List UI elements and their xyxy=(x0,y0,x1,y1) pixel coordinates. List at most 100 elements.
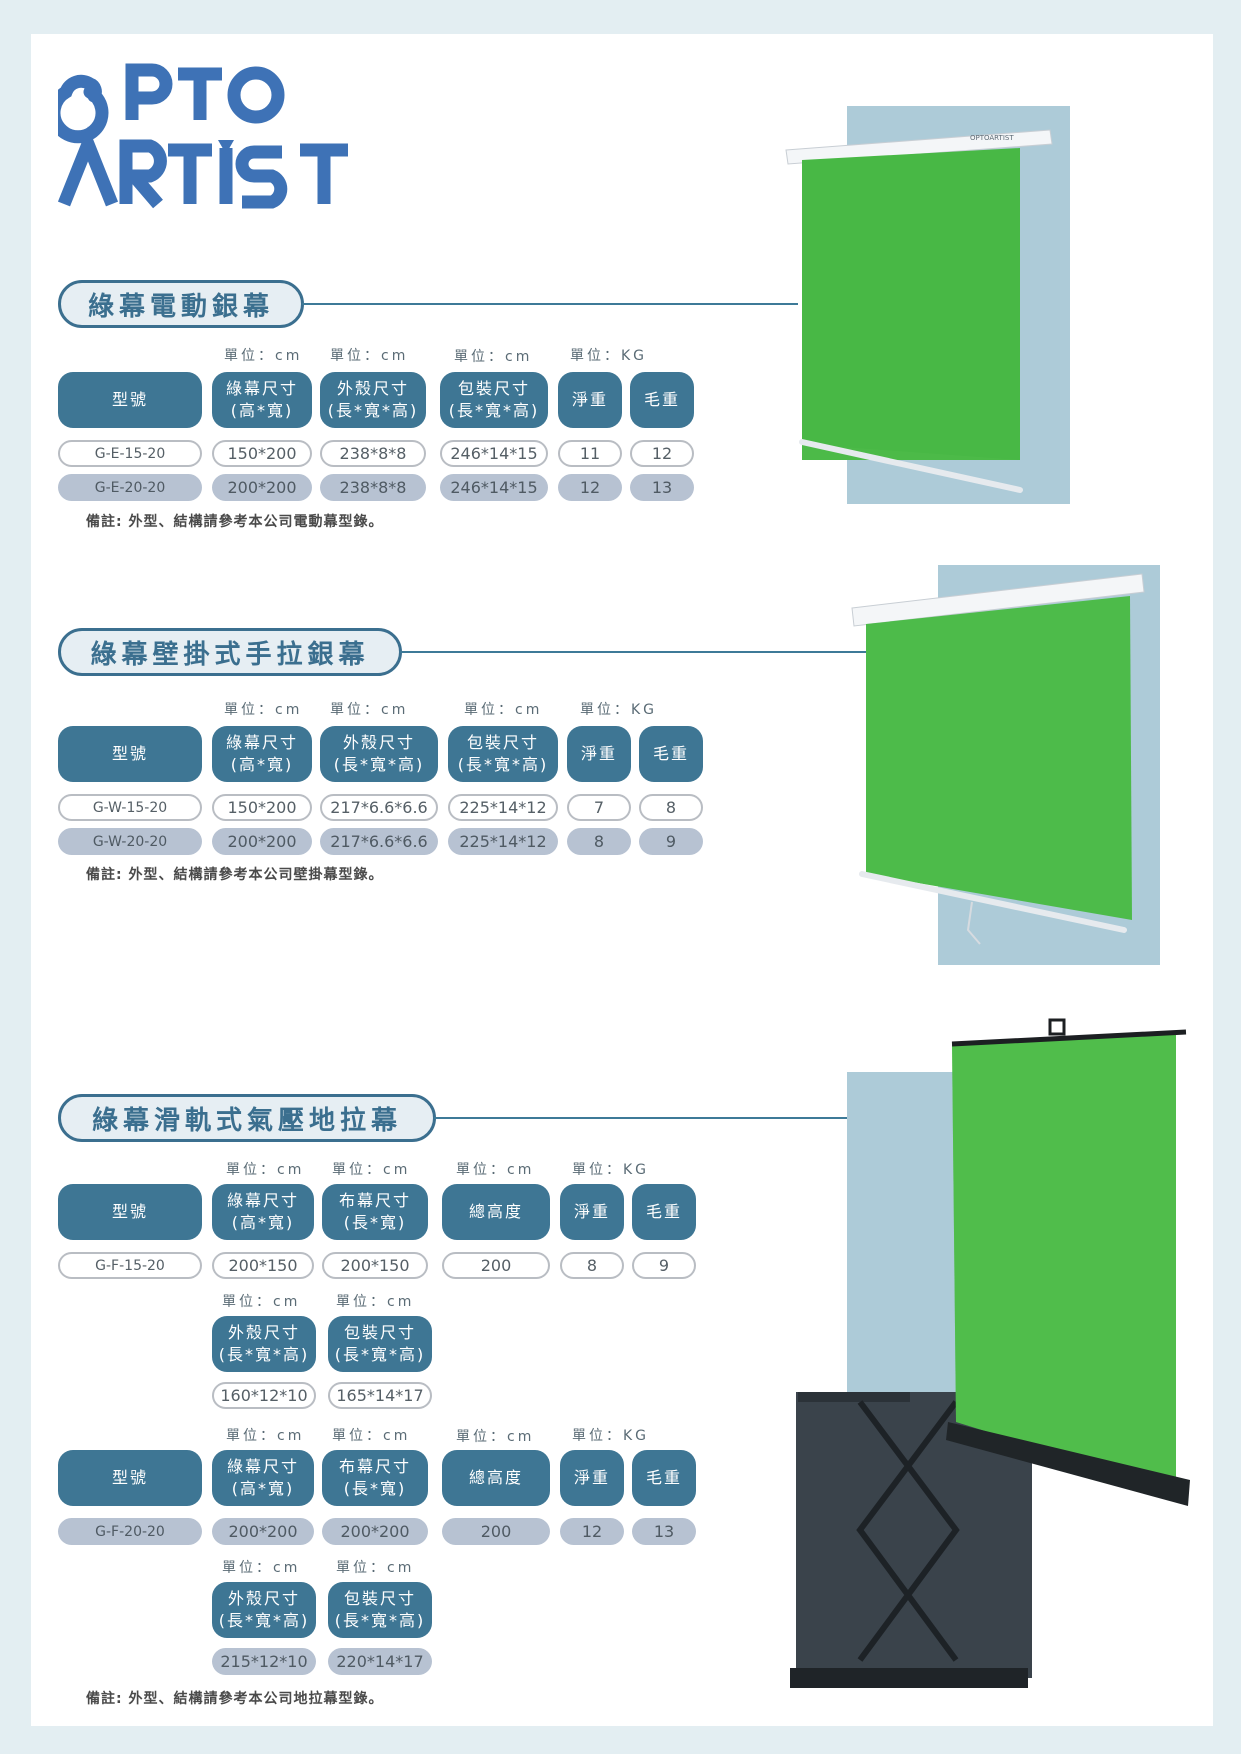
unit-label: 單位：cm xyxy=(332,1162,411,1178)
header-fabric-size: 布幕尺寸(長*寬) xyxy=(322,1184,428,1240)
unit-label: 單位：cm xyxy=(222,1294,301,1310)
header-total-height: 總高度 xyxy=(442,1184,550,1240)
unit-label: 單位：cm xyxy=(456,1162,535,1178)
table-cell: 150*200 xyxy=(212,794,312,821)
remark-note: 備註: 外型、結構請參考本公司地拉幕型錄。 xyxy=(86,1691,384,1707)
table-cell-model: G-E-20-20 xyxy=(58,474,202,501)
header-package-size: 包裝尺寸(長*寬*高) xyxy=(328,1316,432,1372)
table-cell: 200*200 xyxy=(212,828,312,855)
table-cell-model: G-F-15-20 xyxy=(58,1252,202,1279)
unit-label: 單位：cm xyxy=(224,348,303,364)
section-title-electric: 綠幕電動銀幕 xyxy=(58,280,304,328)
table-cell: 165*14*17 xyxy=(328,1382,432,1409)
header-model: 型號 xyxy=(58,726,202,782)
table-cell: 225*14*12 xyxy=(448,828,558,855)
table-cell: 9 xyxy=(632,1252,696,1279)
header-gross-weight: 毛重 xyxy=(632,1184,696,1240)
table-cell: 160*12*10 xyxy=(212,1382,316,1409)
table-cell: 9 xyxy=(639,828,703,855)
table-cell-model: G-E-15-20 xyxy=(58,440,202,467)
table-cell: 225*14*12 xyxy=(448,794,558,821)
table-cell: 8 xyxy=(567,828,631,855)
remark-note: 備註: 外型、結構請參考本公司壁掛幕型錄。 xyxy=(86,867,384,883)
header-net-weight: 淨重 xyxy=(567,726,631,782)
wall-manual-green-screen-photo xyxy=(850,560,1170,965)
table-cell: 217*6.6*6.6 xyxy=(320,794,438,821)
electric-green-screen-photo xyxy=(780,104,1080,504)
header-total-height: 總高度 xyxy=(442,1450,550,1506)
header-case-size: 外殼尺寸(長*寬*高) xyxy=(320,726,438,782)
header-package-size: 包裝尺寸(長*寬*高) xyxy=(328,1582,432,1638)
header-net-weight: 淨重 xyxy=(558,372,622,428)
unit-label: 單位：cm xyxy=(222,1560,301,1576)
header-model: 型號 xyxy=(58,372,202,428)
header-screen-size: 綠幕尺寸(高*寬) xyxy=(212,372,312,428)
header-net-weight: 淨重 xyxy=(560,1450,624,1506)
table-cell: 200*200 xyxy=(212,474,312,501)
table-cell: 200*200 xyxy=(212,1518,314,1545)
floor-pullup-green-screen-photo xyxy=(780,1010,1220,1700)
table-cell: 13 xyxy=(630,474,694,501)
table-cell: 238*8*8 xyxy=(320,474,426,501)
header-case-size: 外殼尺寸(長*寬*高) xyxy=(212,1582,316,1638)
unit-label: 單位：KG xyxy=(572,1162,650,1178)
unit-label: 單位：cm xyxy=(330,348,409,364)
table-cell-model: G-W-15-20 xyxy=(58,794,202,821)
table-cell: 12 xyxy=(630,440,694,467)
header-case-size: 外殼尺寸(長*寬*高) xyxy=(320,372,426,428)
section-title-wall-manual: 綠幕壁掛式手拉銀幕 xyxy=(58,628,402,676)
unit-label: 單位：cm xyxy=(224,702,303,718)
table-cell: 8 xyxy=(560,1252,624,1279)
table-cell: 246*14*15 xyxy=(440,474,548,501)
table-cell: 11 xyxy=(558,440,622,467)
unit-label: 單位：cm xyxy=(456,1429,535,1445)
header-gross-weight: 毛重 xyxy=(632,1450,696,1506)
table-cell: 217*6.6*6.6 xyxy=(320,828,438,855)
table-cell: 200*150 xyxy=(322,1252,428,1279)
unit-label: 單位：cm xyxy=(464,702,543,718)
screen-brand-label: OPTOARTIST xyxy=(970,134,1014,142)
table-cell: 7 xyxy=(567,794,631,821)
header-case-size: 外殼尺寸(長*寬*高) xyxy=(212,1316,316,1372)
header-model: 型號 xyxy=(58,1450,202,1506)
table-cell-model: G-W-20-20 xyxy=(58,828,202,855)
header-fabric-size: 布幕尺寸(長*寬) xyxy=(322,1450,428,1506)
table-cell: 220*14*17 xyxy=(328,1648,432,1675)
table-cell: 12 xyxy=(558,474,622,501)
table-cell: 8 xyxy=(639,794,703,821)
header-package-size: 包裝尺寸(長*寬*高) xyxy=(440,372,548,428)
unit-label: 單位：cm xyxy=(336,1294,415,1310)
table-cell: 246*14*15 xyxy=(440,440,548,467)
table-cell: 200 xyxy=(442,1252,550,1279)
header-model: 型號 xyxy=(58,1184,202,1240)
table-cell: 12 xyxy=(560,1518,624,1545)
unit-label: 單位：cm xyxy=(330,702,409,718)
section-title-floor-pullup: 綠幕滑軌式氣壓地拉幕 xyxy=(58,1094,436,1142)
unit-label: 單位：cm xyxy=(336,1560,415,1576)
unit-label: 單位：cm xyxy=(454,349,533,365)
unit-label: 單位：cm xyxy=(226,1162,305,1178)
table-cell: 150*200 xyxy=(212,440,312,467)
table-cell: 200 xyxy=(442,1518,550,1545)
section-divider-line xyxy=(400,651,880,653)
header-screen-size: 綠幕尺寸(高*寬) xyxy=(212,1450,314,1506)
header-screen-size: 綠幕尺寸(高*寬) xyxy=(212,1184,314,1240)
header-net-weight: 淨重 xyxy=(560,1184,624,1240)
table-cell-model: G-F-20-20 xyxy=(58,1518,202,1545)
header-gross-weight: 毛重 xyxy=(639,726,703,782)
unit-label: 單位：KG xyxy=(570,348,648,364)
table-cell: 238*8*8 xyxy=(320,440,426,467)
table-cell: 200*150 xyxy=(212,1252,314,1279)
table-cell: 215*12*10 xyxy=(212,1648,316,1675)
section-divider-line xyxy=(434,1117,900,1119)
unit-label: 單位：KG xyxy=(572,1428,650,1444)
header-gross-weight: 毛重 xyxy=(630,372,694,428)
header-screen-size: 綠幕尺寸(高*寬) xyxy=(212,726,312,782)
table-cell: 200*200 xyxy=(322,1518,428,1545)
table-cell: 13 xyxy=(632,1518,696,1545)
header-package-size: 包裝尺寸(長*寬*高) xyxy=(448,726,558,782)
remark-note: 備註: 外型、結構請參考本公司電動幕型錄。 xyxy=(86,514,384,530)
unit-label: 單位：cm xyxy=(332,1428,411,1444)
opto-artist-logo xyxy=(58,62,358,212)
unit-label: 單位：KG xyxy=(580,702,658,718)
